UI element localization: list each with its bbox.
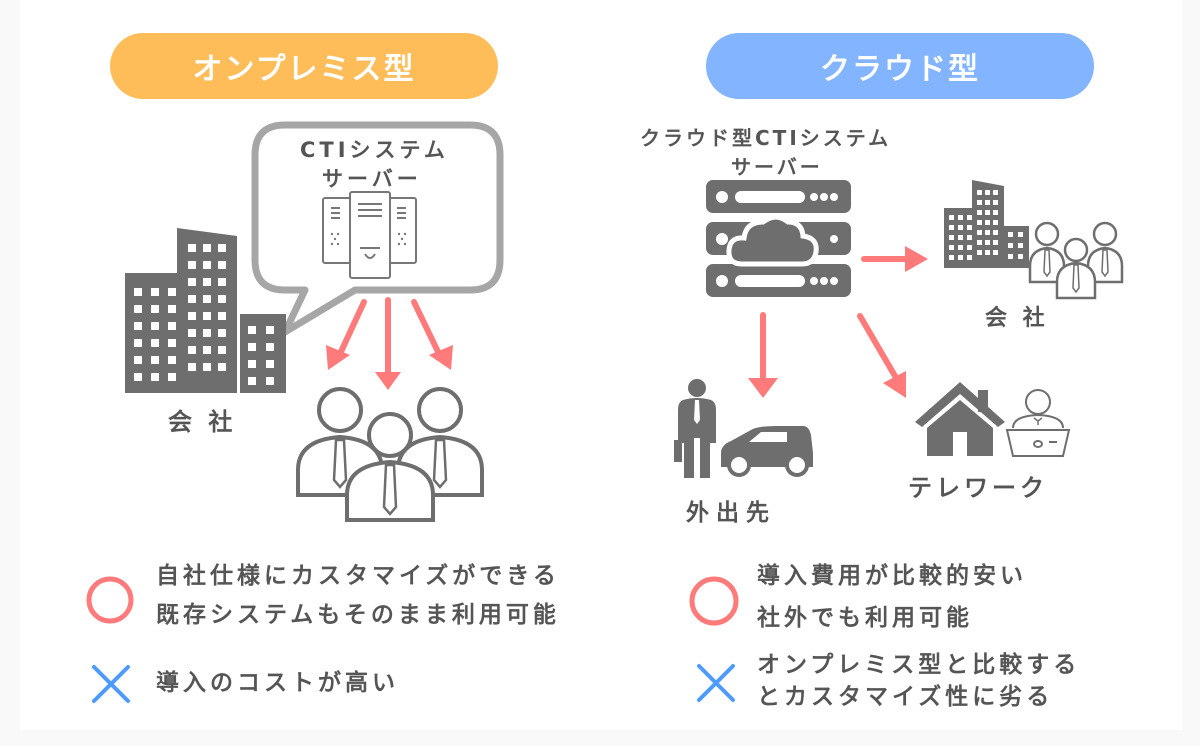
car-icon bbox=[721, 426, 813, 477]
house-icon bbox=[915, 382, 1005, 456]
cross-icon bbox=[697, 664, 735, 702]
cloud-con-2: とカスタマイズ性に劣る bbox=[757, 684, 1054, 710]
circle-icon bbox=[689, 576, 739, 626]
telework-label: テレワーク bbox=[908, 474, 1048, 502]
employees-icon bbox=[296, 387, 484, 522]
cloud-pro-2: 社外でも利用可能 bbox=[757, 605, 973, 631]
arrowhead-outside bbox=[748, 378, 778, 398]
company-building-icon bbox=[125, 228, 286, 393]
cross-icon bbox=[92, 665, 130, 703]
outside-label: 外出先 bbox=[686, 500, 776, 526]
onprem-pro-1: 自社仕様にカスタマイズができる bbox=[156, 563, 560, 589]
circle-icon bbox=[86, 576, 134, 624]
onprem-company-label: 会 社 bbox=[168, 408, 237, 436]
cloud-con-1: オンプレミス型と比較する bbox=[757, 652, 1081, 678]
onprem-title: オンプレミス型 bbox=[192, 52, 416, 87]
arrow-to-telework bbox=[857, 313, 898, 379]
onprem-con-1: 導入のコストが高い bbox=[156, 670, 399, 696]
cloud-server-label-1: クラウド型CTIシステム bbox=[640, 126, 892, 150]
cloud-company-building-icon bbox=[944, 180, 1029, 268]
cloud-employees-icon bbox=[1028, 221, 1124, 300]
arrow-right bbox=[411, 299, 443, 359]
onprem-pro-2: 既存システムもそのまま利用可能 bbox=[156, 602, 560, 628]
arrowhead-company bbox=[905, 246, 928, 272]
arrowhead-telework bbox=[883, 371, 906, 398]
onprem-server-label-1: CTIシステム bbox=[300, 138, 449, 162]
server-tower-icon bbox=[322, 191, 417, 279]
arrow-left bbox=[336, 299, 367, 359]
onprem-header: オンプレミス型 bbox=[110, 33, 498, 99]
arrowhead-center bbox=[375, 372, 401, 390]
cloud-pro-1: 導入費用が比較的安い bbox=[757, 563, 1027, 589]
arrowhead-right bbox=[429, 345, 453, 370]
cloud-server-label-2: サーバー bbox=[731, 155, 823, 179]
teleworker-laptop-icon bbox=[1005, 389, 1071, 457]
arrowhead-left bbox=[326, 345, 350, 370]
cloud-header: クラウド型 bbox=[706, 33, 1094, 99]
cloud-company-label: 会 社 bbox=[985, 306, 1049, 331]
onprem-server-label-2: サーバー bbox=[322, 167, 422, 191]
businessman-icon bbox=[674, 379, 716, 478]
cloud-title: クラウド型 bbox=[820, 52, 980, 87]
cloud-server-icon bbox=[706, 180, 851, 297]
